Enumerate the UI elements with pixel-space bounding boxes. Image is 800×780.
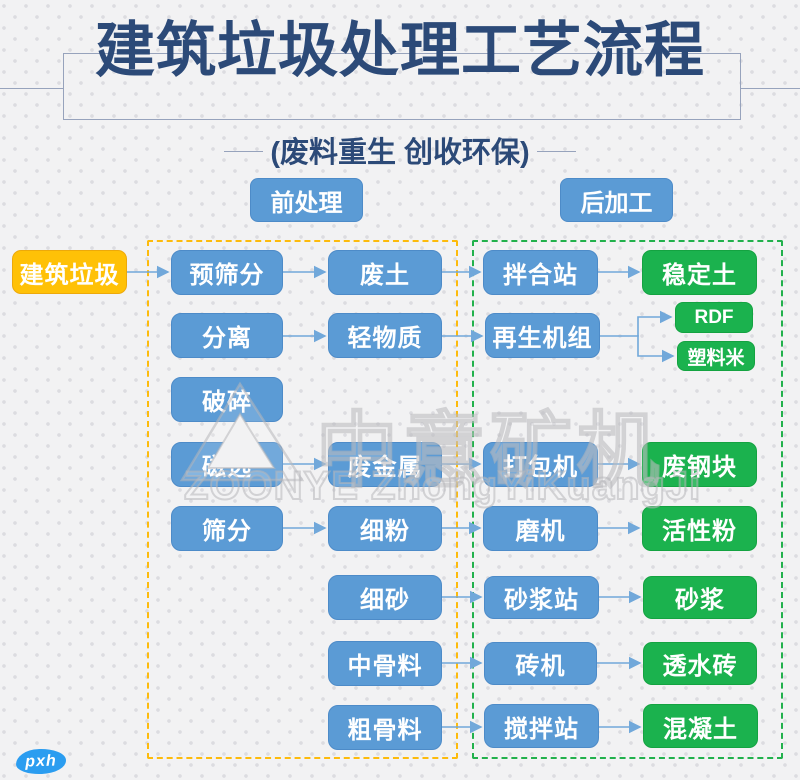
flow-node-27: 混凝土 [643, 704, 758, 748]
flow-node-15: 筛分 [171, 506, 283, 551]
page-subtitle: (废料重生 创收环保) [270, 137, 530, 169]
flow-node-9: 塑料米 [677, 341, 755, 371]
flow-node-11: 磁选 [171, 442, 283, 487]
flow-node-7: 再生机组 [485, 313, 600, 358]
flow-node-10: 破碎 [171, 377, 283, 422]
page-title: 建筑垃圾处理工艺流程 [95, 17, 705, 84]
flow-node-18: 活性粉 [642, 506, 757, 551]
title-frame-box [63, 53, 741, 120]
flow-node-0: 建筑垃圾 [12, 250, 127, 294]
flow-node-20: 砂浆站 [484, 576, 599, 619]
flow-node-26: 搅拌站 [484, 704, 599, 748]
flow-arrow [600, 310, 673, 337]
flow-node-16: 细粉 [328, 506, 442, 551]
flow-node-14: 废钢块 [642, 442, 757, 487]
pretreatment-frame [147, 240, 458, 759]
flow-node-13: 打包机 [483, 442, 598, 487]
flow-node-12: 废金属 [328, 442, 442, 487]
flow-node-8: RDF [675, 302, 753, 333]
title-rule-left [0, 88, 63, 89]
section-label-postprocess: 后加工 [560, 178, 673, 222]
flow-node-5: 分离 [171, 313, 283, 358]
title-rule-right [740, 88, 800, 89]
subtitle-rule-left [224, 151, 263, 152]
flow-node-21: 砂浆 [643, 576, 757, 619]
postprocess-frame [472, 240, 783, 759]
flow-node-23: 砖机 [484, 642, 597, 685]
flow-node-2: 废土 [328, 250, 442, 295]
flow-node-25: 粗骨料 [328, 705, 442, 750]
flow-node-17: 磨机 [483, 506, 598, 551]
flow-node-4: 稳定土 [642, 250, 757, 295]
flow-node-1: 预筛分 [171, 250, 283, 295]
flow-node-19: 细砂 [328, 575, 442, 620]
flow-node-3: 拌合站 [483, 250, 598, 295]
flow-node-24: 透水砖 [643, 642, 757, 685]
flow-node-22: 中骨料 [328, 641, 442, 686]
flow-node-6: 轻物质 [328, 313, 442, 358]
subtitle-rule-right [537, 151, 576, 152]
flow-arrow [637, 335, 675, 363]
section-label-pretreatment: 前处理 [250, 178, 363, 222]
